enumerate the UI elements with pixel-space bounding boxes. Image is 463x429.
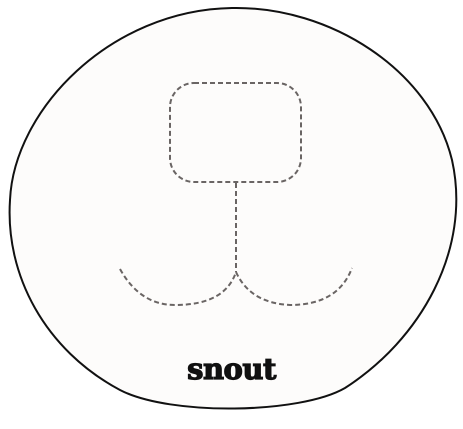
caption-label: snout <box>0 355 463 384</box>
face-outline <box>10 8 457 409</box>
